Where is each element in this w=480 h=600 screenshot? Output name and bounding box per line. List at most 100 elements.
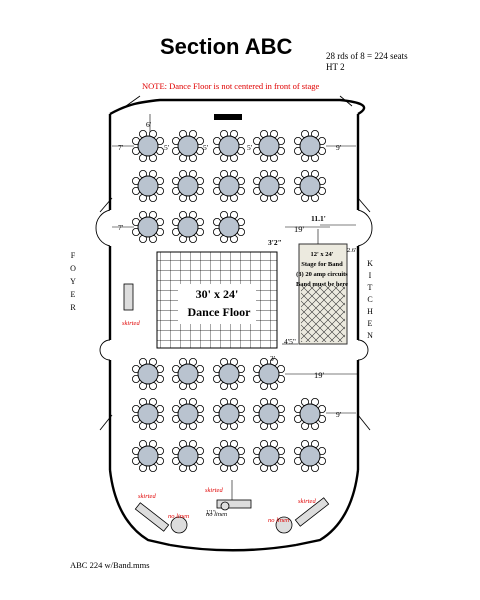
dim-9-low: 9' [336, 410, 342, 419]
foyer-letter: R [70, 303, 76, 312]
door-symbols [95, 95, 373, 431]
foyer-label: F O Y E R [70, 251, 76, 312]
round-table [131, 169, 164, 202]
stage-circuits: (3) 20 amp circuits [296, 271, 348, 278]
table-top [177, 175, 199, 197]
stage-label: Stage for Band [301, 261, 343, 268]
dim-11-1: 11.1' [311, 214, 326, 223]
round-table [252, 397, 285, 430]
table-top [299, 135, 321, 157]
dimension-labels: 6' 7' 5' 5' 5' 9' 7' 11.1' 19' 3'2" 2.6'… [118, 120, 356, 516]
kitchen-letter: I [369, 271, 372, 280]
skirted-table [123, 283, 134, 311]
round-table [171, 210, 204, 243]
round-table [212, 397, 245, 430]
table-top [177, 403, 199, 425]
skirted-label: skirted [298, 498, 316, 505]
table-top [218, 363, 240, 385]
foyer-letter: F [71, 251, 76, 260]
dim-5: 5' [164, 143, 170, 152]
round-table [171, 357, 204, 390]
dance-floor-size: 30' x 24' [196, 287, 239, 301]
round-table [252, 357, 285, 390]
dim-5: 5' [203, 143, 209, 152]
stage-note: NOTE: Dance Floor is not centered in fro… [142, 81, 320, 91]
kitchen-letter: K [367, 259, 373, 268]
table-top [218, 216, 240, 238]
table-top [218, 135, 240, 157]
kitchen-label: K I T C H E N [367, 259, 373, 340]
round-table [171, 129, 204, 162]
entry-bar [214, 114, 242, 120]
table-top [177, 135, 199, 157]
table-top [177, 216, 199, 238]
table-top [137, 175, 159, 197]
file-name: ABC 224 w/Band.mms [70, 560, 150, 570]
dim-1-1: 1'1" [206, 510, 216, 516]
round-table [131, 357, 164, 390]
skirted-table [134, 502, 170, 532]
table-top [258, 363, 280, 385]
table-top [299, 175, 321, 197]
round-table [212, 129, 245, 162]
foyer-letter: O [70, 264, 76, 273]
table-top [218, 175, 240, 197]
stage-size: 12' x 24' [310, 251, 333, 258]
kitchen-letter: C [367, 295, 372, 304]
foyer-letter: E [71, 290, 76, 299]
service-labels: skirted skirted skirted skirted no linen… [122, 320, 316, 524]
round-table [252, 169, 285, 202]
band-stage: 12' x 24' Stage for Band (3) 20 amp circ… [296, 243, 348, 345]
round-table [171, 397, 204, 430]
table-top [137, 216, 159, 238]
dim-19-top: 19' [294, 224, 305, 234]
seat-count: 28 rds of 8 = 224 seats [326, 51, 408, 61]
dim-4-5: 4'5" [284, 337, 296, 346]
kitchen-letter: H [367, 307, 373, 316]
table-top [258, 403, 280, 425]
dim-3-low: 3' [270, 354, 276, 363]
round-table [131, 397, 164, 430]
stage-band-note: Band must be here [296, 281, 348, 288]
table-top [137, 135, 159, 157]
table-top [177, 445, 199, 467]
dim-3-2: 3'2" [268, 238, 282, 247]
dance-floor: 30' x 24' Dance Floor [156, 251, 278, 349]
round-table [293, 169, 326, 202]
round-table [212, 169, 245, 202]
round-table [252, 129, 285, 162]
dim-2-6: 2.6' [347, 247, 356, 254]
dimension-lines [112, 114, 358, 500]
round-tables [131, 129, 326, 472]
dim-5: 5' [247, 143, 253, 152]
table-top [137, 363, 159, 385]
skirted-table [216, 499, 252, 509]
round-table [131, 129, 164, 162]
room-outline [108, 98, 366, 552]
round-table [131, 439, 164, 472]
skirted-label: skirted [138, 493, 156, 500]
round-table [212, 357, 245, 390]
dim-9-top: 9' [336, 143, 342, 152]
seat-summary: 28 rds of 8 = 224 seats HT 2 [326, 51, 408, 73]
dance-floor-label: Dance Floor [188, 305, 252, 319]
round-table [212, 439, 245, 472]
table-top [258, 135, 280, 157]
cocktail-table [275, 516, 293, 534]
service-tables [123, 283, 330, 534]
table-top [299, 445, 321, 467]
round-table [293, 439, 326, 472]
table-top [137, 445, 159, 467]
no-linen-label: no linen [168, 513, 189, 520]
kitchen-letter: E [368, 319, 373, 328]
kitchen-letter: T [368, 283, 373, 292]
cocktail-table [170, 516, 188, 534]
table-reference: HT 2 [326, 62, 345, 72]
page-title: Section ABC [160, 34, 293, 59]
table-top [218, 445, 240, 467]
dim-7-mid: 7' [118, 223, 124, 232]
no-linen-label: no linen [268, 517, 289, 524]
dim-19-low: 19' [314, 370, 325, 380]
